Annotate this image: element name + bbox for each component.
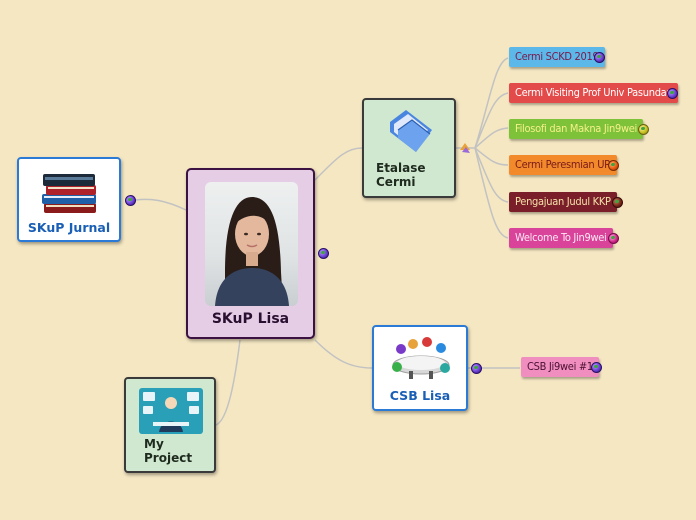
meeting-table-icon	[392, 337, 450, 379]
skup-jurnal-title: SKuP Jurnal	[27, 220, 111, 235]
books-icon	[42, 174, 96, 213]
globe-icon[interactable]	[318, 248, 329, 259]
project-title-line1: My	[144, 437, 164, 451]
profile-photo	[205, 182, 298, 306]
folder-icon	[390, 110, 432, 152]
globe-icon[interactable]	[608, 233, 619, 244]
center-title: SKuP Lisa	[211, 311, 290, 327]
etalase-child-1[interactable]: Cermi SCKD 2019	[509, 47, 605, 67]
etalase-child-6[interactable]: Welcome To Jin9wei	[509, 228, 613, 248]
etalase-child-4[interactable]: Cermi Peresmian UR	[509, 155, 617, 175]
etalase-title-line1: Etalase	[376, 161, 426, 175]
globe-icon[interactable]	[612, 197, 623, 208]
globe-icon[interactable]	[608, 160, 619, 171]
globe-icon[interactable]	[638, 124, 649, 135]
etalase-title-line2: Cermi	[376, 175, 416, 189]
my-project-node[interactable]: My Project	[124, 377, 216, 473]
etalase-cermi-node[interactable]: Etalase Cermi	[362, 98, 456, 198]
csb-child-1[interactable]: CSB Ji9wei #1	[521, 357, 599, 377]
globe-icon[interactable]	[591, 362, 602, 373]
globe-icon[interactable]	[667, 88, 678, 99]
etalase-child-2[interactable]: Cermi Visiting Prof Univ Pasundan	[509, 83, 679, 103]
project-title-line2: Project	[144, 451, 193, 465]
globe-icon[interactable]	[125, 195, 136, 206]
skup-jurnal-node[interactable]: SKuP Jurnal	[17, 157, 121, 242]
csb-lisa-node[interactable]: CSB Lisa	[372, 325, 468, 411]
globe-icon[interactable]	[471, 363, 482, 374]
etalase-child-3[interactable]: Filosofi dan Makna Jin9wei	[509, 119, 643, 139]
csb-lisa-title: CSB Lisa	[389, 388, 451, 403]
globe-icon[interactable]	[594, 52, 605, 63]
etalase-child-5[interactable]: Pengajuan Judul KKP	[509, 192, 617, 212]
center-node[interactable]: SKuP Lisa	[186, 168, 315, 339]
project-icon	[139, 388, 203, 434]
branch-hub-icon[interactable]	[458, 142, 472, 154]
